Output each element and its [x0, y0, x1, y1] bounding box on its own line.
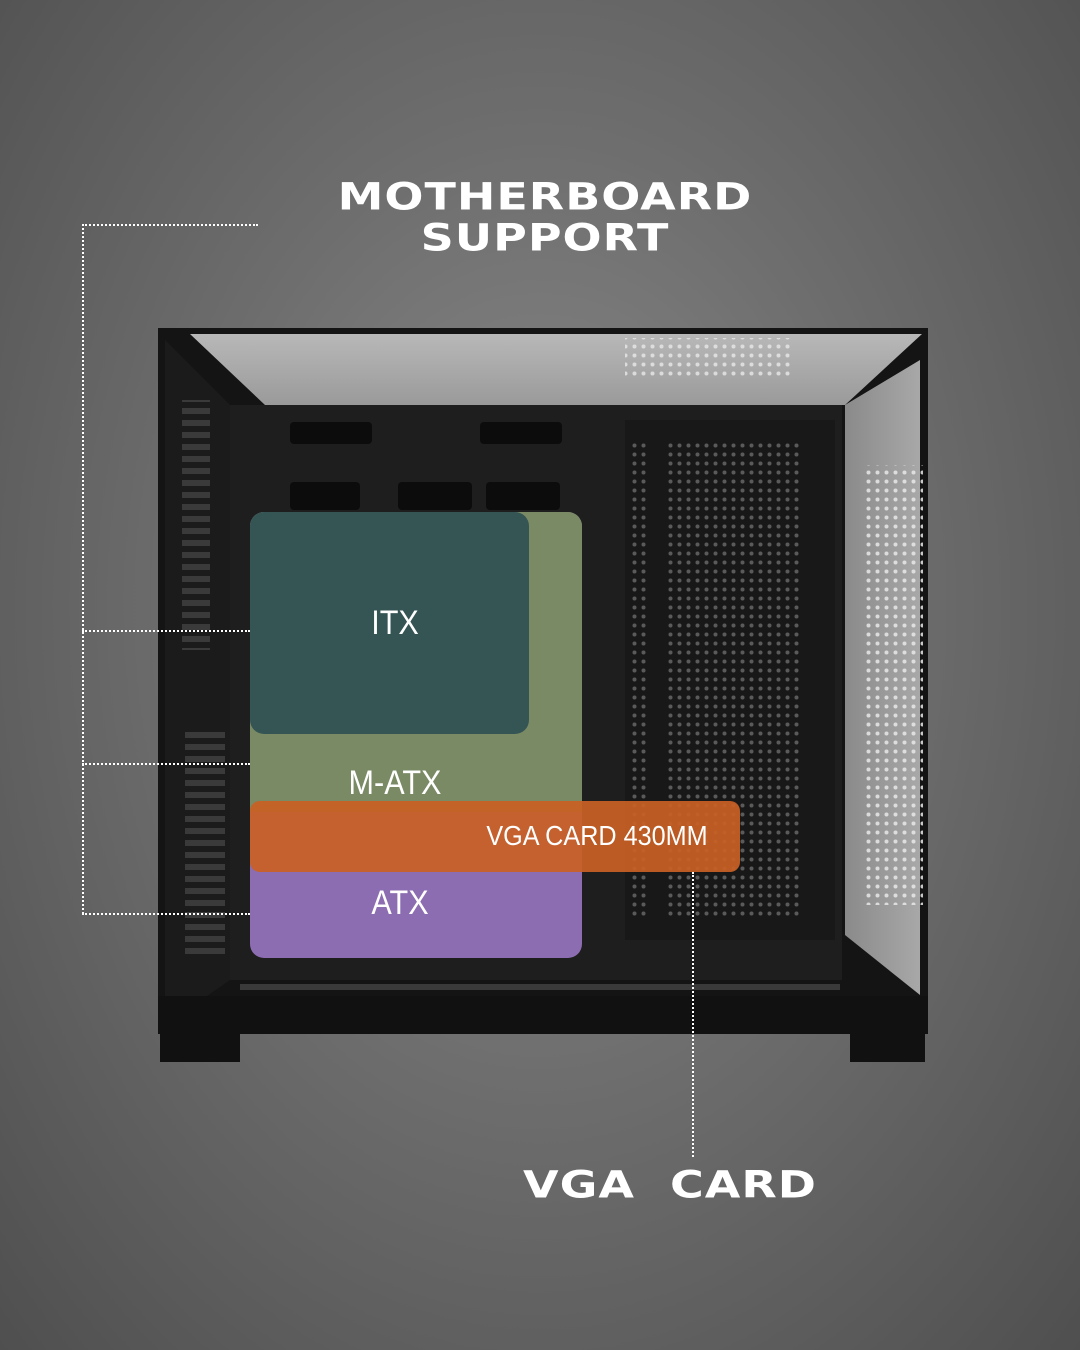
vga-card-heading: VGA CARD [523, 1162, 817, 1207]
itx-zone [250, 512, 529, 734]
case-foot-left [160, 1030, 240, 1062]
dotted-guide-line [82, 913, 250, 915]
matx-label: M-ATX [348, 764, 442, 802]
right-vent [865, 465, 923, 905]
case-foot-right [850, 1030, 925, 1062]
itx-label: ITX [371, 604, 419, 642]
dotted-guide-line [82, 224, 84, 914]
left-vent-lower [185, 730, 225, 960]
heading-line-1: MOTHERBOARD [337, 174, 753, 219]
atx-label: ATX [371, 884, 429, 922]
vga-card-length-label: VGA CARD 430MM [486, 820, 708, 851]
dotted-guide-line [82, 630, 250, 632]
top-vent [625, 338, 790, 376]
heading-line-2: SUPPORT [420, 215, 670, 260]
bottom-vent [240, 980, 840, 996]
top-glass [190, 334, 922, 405]
dotted-guide-line [82, 224, 258, 226]
dotted-guide-line [82, 763, 250, 765]
vga-card-zone [250, 801, 740, 872]
motherboard-support-heading: MOTHERBOARD SUPPORT [250, 176, 840, 258]
left-vent-upper [182, 400, 210, 650]
dotted-guide-line [692, 872, 694, 1157]
